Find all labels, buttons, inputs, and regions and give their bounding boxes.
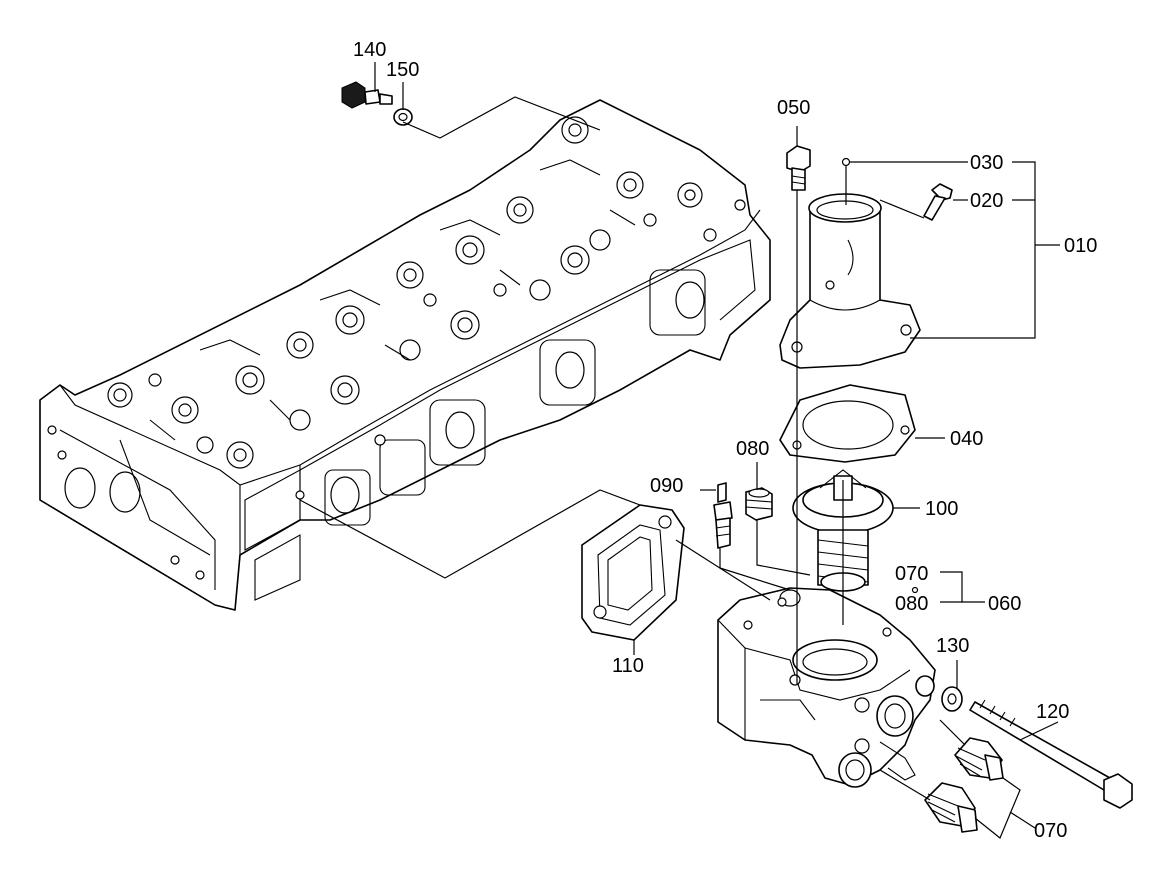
callout-090: 090 bbox=[650, 475, 683, 497]
washer-130 bbox=[941, 686, 963, 712]
callout-050: 050 bbox=[777, 97, 810, 119]
callout-030: 030 bbox=[970, 152, 1003, 174]
callout-100: 100 bbox=[925, 498, 958, 520]
callout-140: 140 bbox=[353, 39, 386, 61]
callout-060: 060 bbox=[988, 593, 1021, 615]
plug-080-upper bbox=[745, 487, 773, 521]
washer-150 bbox=[393, 108, 413, 126]
gasket-110 bbox=[581, 504, 685, 641]
head-top-ports bbox=[107, 116, 746, 500]
callout-labels: 140 150 050 030 020 010 040 080 090 100 … bbox=[353, 39, 1097, 842]
bolt-050 bbox=[786, 145, 811, 191]
sensor-140 bbox=[341, 81, 393, 109]
callout-130: 130 bbox=[936, 635, 969, 657]
callout-110: 110 bbox=[612, 655, 644, 677]
callout-020: 020 bbox=[970, 190, 1003, 212]
thermostat-cover-010 bbox=[779, 193, 921, 369]
sender-090 bbox=[713, 482, 733, 549]
callout-080-upper: 080 bbox=[736, 438, 769, 460]
callout-150: 150 bbox=[386, 59, 419, 81]
leader-lines bbox=[299, 62, 1060, 839]
plug-070-upper-right bbox=[954, 737, 1004, 781]
gasket-040 bbox=[779, 384, 916, 463]
thermostat-housing bbox=[717, 587, 936, 788]
plug-070-lower-left bbox=[924, 782, 978, 833]
callout-070-lower: 070 bbox=[1034, 820, 1067, 842]
cylinder-head bbox=[39, 99, 771, 611]
callout-120: 120 bbox=[1036, 701, 1069, 723]
callout-080-lower: 080 bbox=[895, 593, 928, 615]
bolt-020 bbox=[923, 183, 953, 221]
callout-010: 010 bbox=[1064, 235, 1097, 257]
bolt-120 bbox=[969, 699, 1133, 809]
callout-040: 040 bbox=[950, 428, 983, 450]
callout-070-upper: 070 bbox=[895, 563, 928, 585]
